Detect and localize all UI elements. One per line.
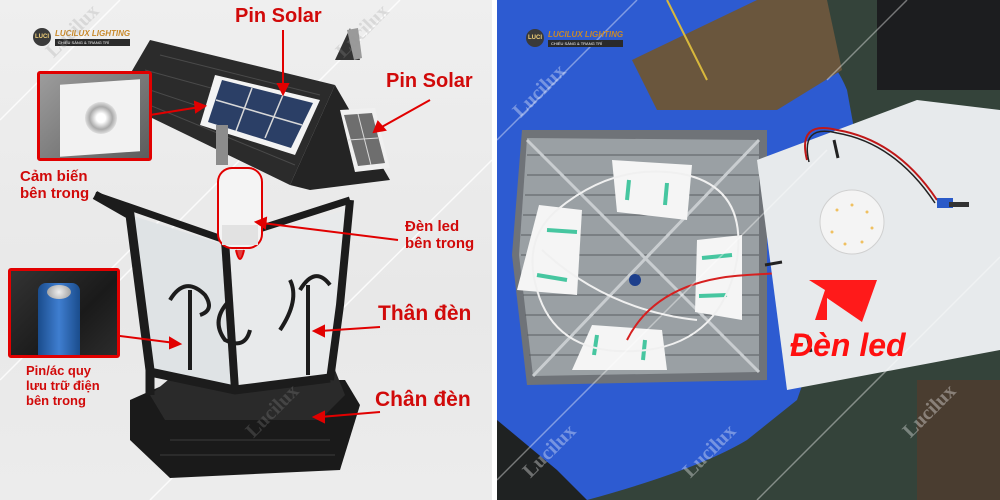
sensor-label: Cảm biến bên trong: [20, 168, 90, 203]
logo-tagline: CHIẾU SÁNG & TRANG TRÍ: [548, 39, 624, 47]
logo-badge: LUCI: [526, 29, 544, 47]
sensor-dome: [85, 102, 117, 134]
led-photo-label: Đèn led: [790, 327, 906, 363]
logo-tagline: CHIẾU SÁNG & TRANG TRÍ: [55, 38, 131, 46]
logo-name: LUCILUX LIGHTING: [548, 29, 624, 39]
solar-top-label: Pin Solar: [235, 5, 322, 27]
body-label: Thân đèn: [378, 302, 472, 325]
disassembled-lamp-photo: LUCI LUCILUX LIGHTING CHIẾU SÁNG & TRANG…: [497, 0, 1000, 500]
brand-logo-photo: LUCI LUCILUX LIGHTING CHIẾU SÁNG & TRANG…: [526, 29, 624, 47]
photo-illustration: [497, 0, 1000, 500]
logo-name: LUCILUX LIGHTING: [55, 28, 131, 38]
brand-logo: LUCI LUCILUX LIGHTING CHIẾU SÁNG & TRANG…: [33, 28, 131, 46]
lamp-diagram-panel: LUCI LUCILUX LIGHTING CHIẾU SÁNG & TRANG…: [0, 0, 492, 500]
battery-terminal: [47, 285, 71, 299]
solar-side-label: Pin Solar: [386, 70, 473, 92]
base-label: Chân đèn: [375, 388, 471, 411]
battery-closeup-inset: [8, 268, 120, 358]
lamp-illustration: [0, 0, 492, 500]
battery-label: Pin/ác quy lưu trữ điện bên trong: [26, 363, 100, 408]
panel-divider: [492, 0, 497, 500]
led-inside-label: Đèn led bên trong: [405, 218, 475, 253]
logo-badge: LUCI: [33, 28, 51, 46]
sensor-closeup-inset: [37, 71, 152, 161]
